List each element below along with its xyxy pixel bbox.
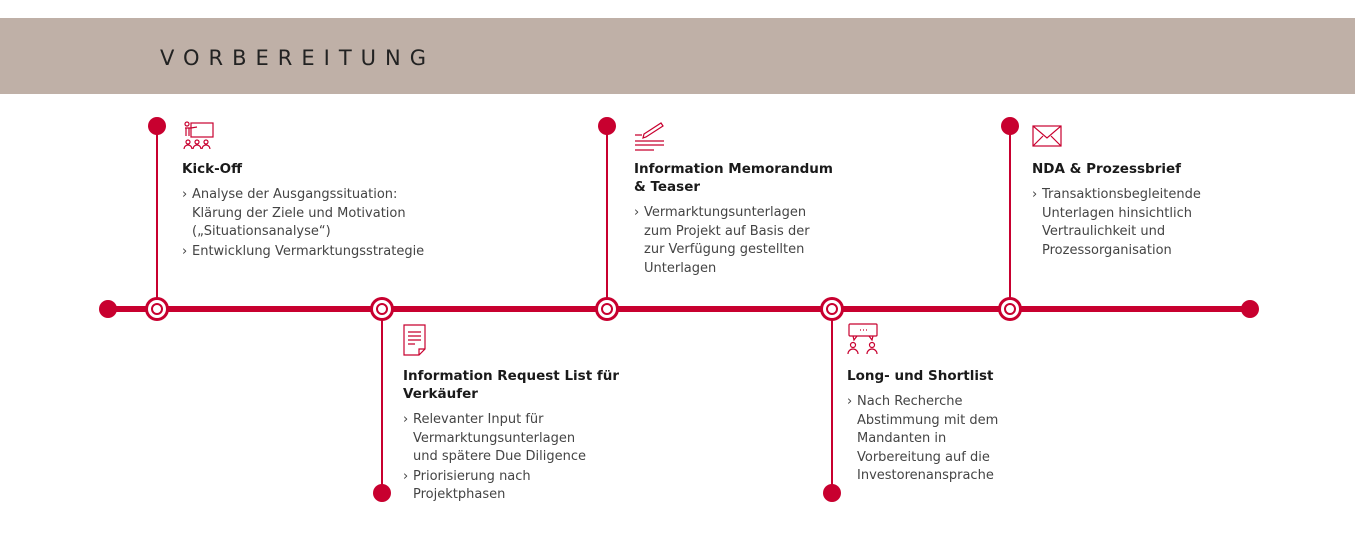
step-irl: Information Request List für Verkäufer R… <box>403 367 623 506</box>
step-bullet: Vermarktungsunterlagen zum Projekt auf B… <box>634 204 829 278</box>
step-title: Long- und Shortlist <box>847 368 994 384</box>
step-bullet: Analyse der Ausgangssituation: Klärung d… <box>182 186 422 242</box>
timeline-node-kickoff <box>145 297 169 321</box>
timeline-start-dot <box>99 300 117 318</box>
step-title: NDA & Prozessbrief <box>1032 161 1182 177</box>
step-title: Kick-Off <box>182 161 243 177</box>
step-bullet: Transaktionsbegleitende Unterlagen hinsi… <box>1032 186 1222 260</box>
step-end-dot <box>598 117 616 135</box>
connector-line <box>606 126 608 301</box>
step-list: Long- und Shortlist Nach Recherche Absti… <box>847 367 1047 487</box>
step-end-dot <box>823 484 841 502</box>
document-icon <box>403 324 426 356</box>
step-end-dot <box>1001 117 1019 135</box>
timeline-end-dot <box>1241 300 1259 318</box>
pencil-writing-icon <box>635 122 664 151</box>
timeline-line <box>108 306 1250 312</box>
connector-line <box>381 318 383 493</box>
step-bullet: Entwicklung Vermarktungsstrategie <box>182 243 462 262</box>
step-end-dot <box>373 484 391 502</box>
step-bullet: Priorisierung nach Projektphasen <box>403 468 563 505</box>
page-title: VORBEREITUNG <box>160 46 436 70</box>
timeline-node-nda <box>998 297 1022 321</box>
step-im: Information Memorandum & Teaser Vermarkt… <box>634 160 834 279</box>
step-end-dot <box>148 117 166 135</box>
step-title: Information Request List für Verkäufer <box>403 368 620 402</box>
presentation-icon <box>183 121 214 150</box>
step-nda: NDA & Prozessbrief Transaktionsbegleiten… <box>1032 160 1232 261</box>
timeline-node-list <box>820 297 844 321</box>
envelope-icon <box>1032 125 1062 147</box>
step-bullet: Nach Recherche Abstimmung mit dem Mandan… <box>847 393 1022 486</box>
connector-line <box>156 126 158 301</box>
connector-line <box>831 318 833 493</box>
step-kickoff: Kick-Off Analyse der Ausgangssituation: … <box>182 160 462 262</box>
connector-line <box>1009 126 1011 301</box>
discussion-icon <box>847 323 878 355</box>
header-banner: VORBEREITUNG <box>0 18 1355 94</box>
timeline-node-im <box>595 297 619 321</box>
step-bullet: Relevanter Input für Vermarktungsunterla… <box>403 411 603 467</box>
step-title: Information Memorandum & Teaser <box>634 161 833 195</box>
timeline-node-irl <box>370 297 394 321</box>
